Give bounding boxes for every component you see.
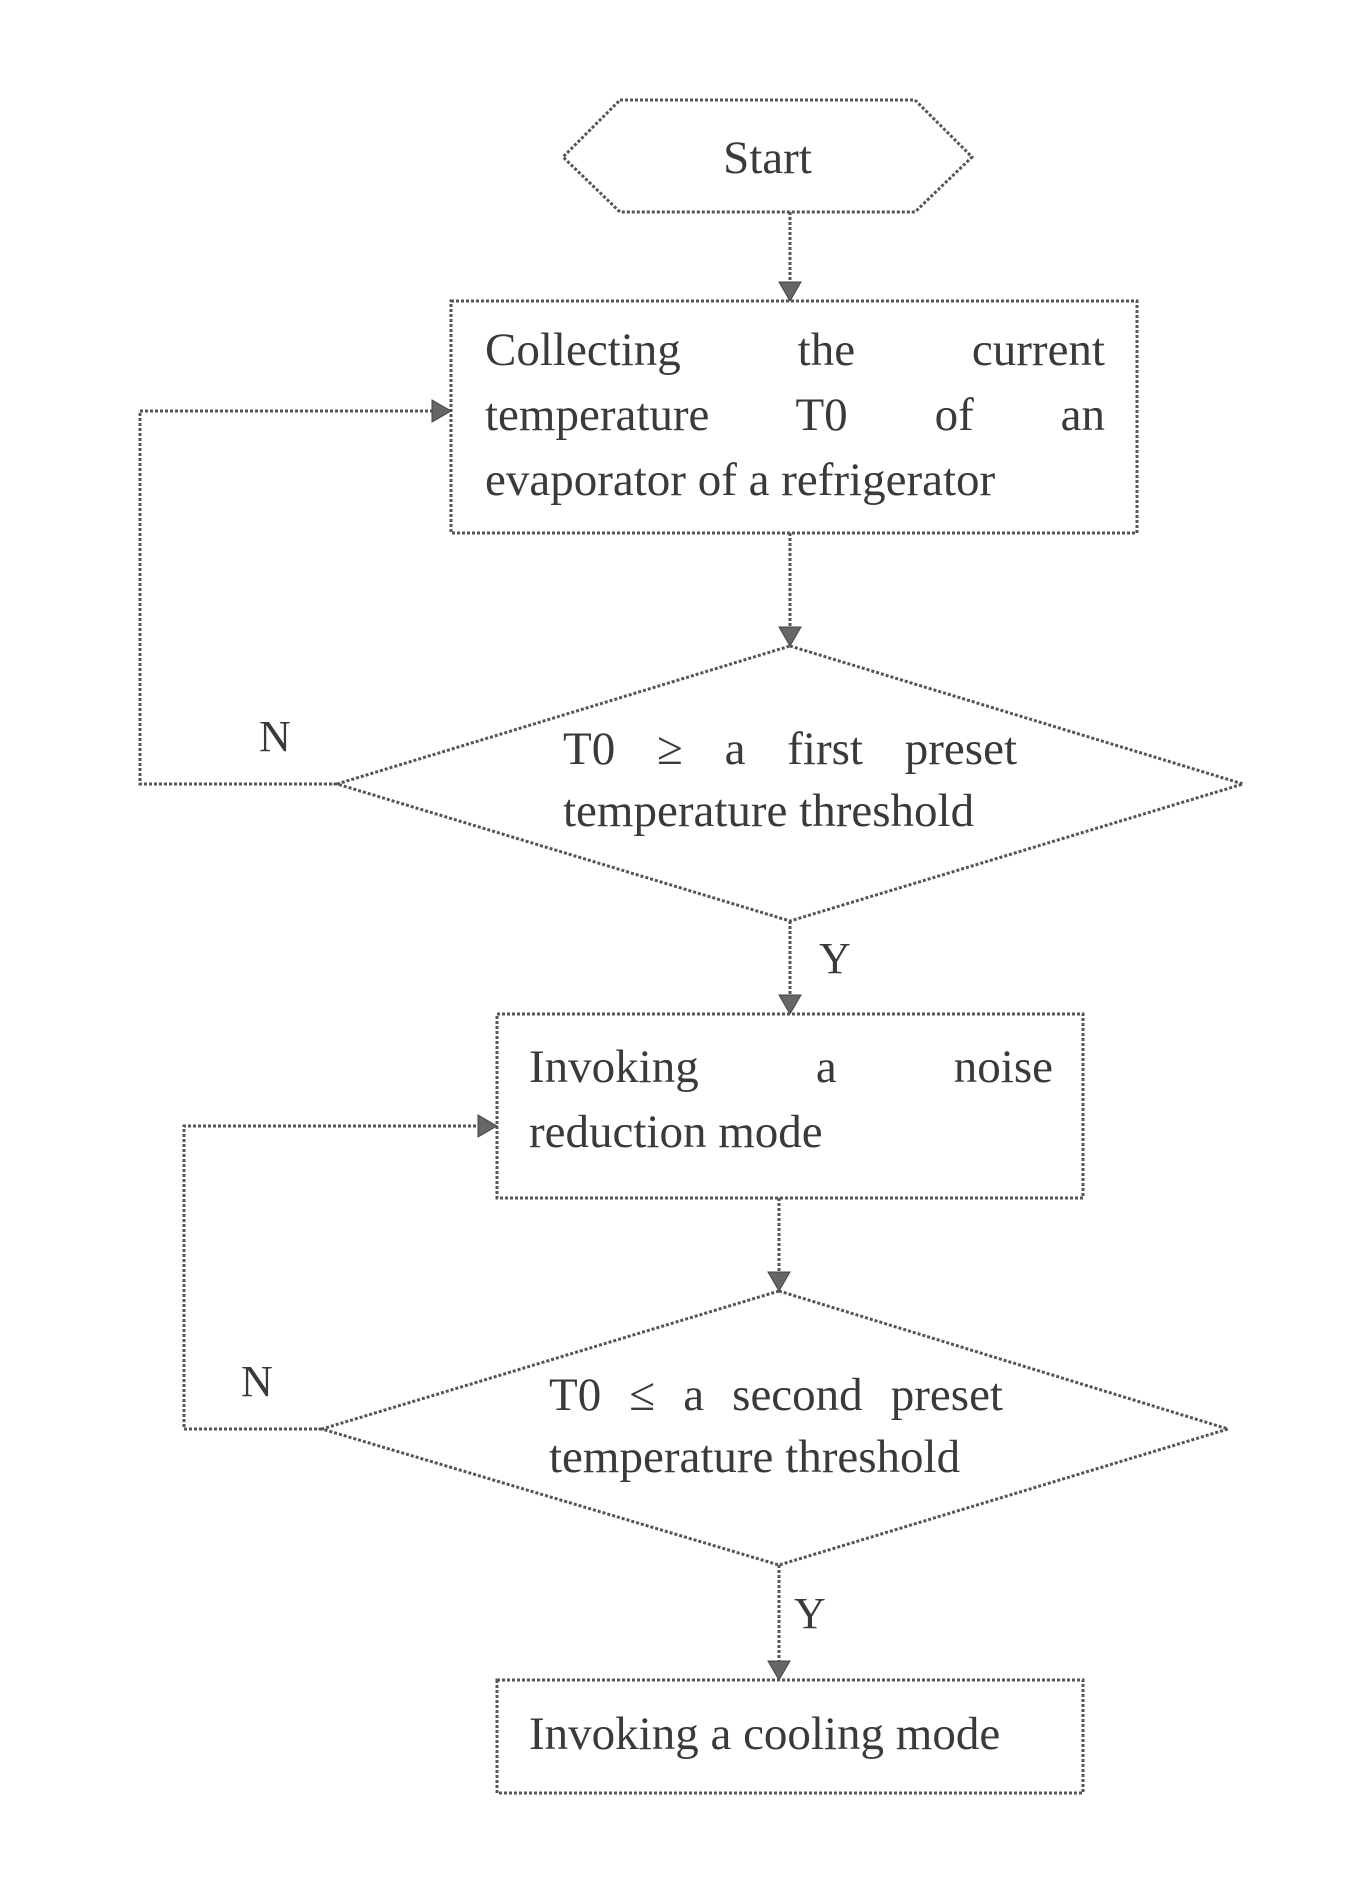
arrowhead-start-to-collect	[779, 282, 801, 301]
edge-label-decision1-no: N	[259, 712, 291, 762]
arrowhead-decision2-no-loop	[478, 1115, 497, 1137]
collect-node-line3: evaporator of a refrigerator	[485, 448, 1105, 513]
decision2-node-line1: T0 ≤ a second preset	[549, 1364, 1003, 1426]
start-node-label: Start	[563, 133, 972, 183]
arrowhead-noise-to-decision2	[768, 1272, 790, 1291]
edge-label-decision2-no: N	[241, 1357, 273, 1407]
edge-decision2-no-loop	[184, 1126, 482, 1429]
collect-node-line2: temperature T0 of an	[485, 383, 1105, 448]
decision2-node-text: T0 ≤ a second preset temperature thresho…	[549, 1364, 1003, 1488]
arrowhead-decision2-yes	[768, 1661, 790, 1680]
decision1-node-text: T0 ≥ a first preset temperature threshol…	[563, 718, 1017, 842]
cooling-node-label: Invoking a cooling mode	[529, 1703, 1069, 1765]
noise-node-line2: reduction mode	[529, 1100, 1053, 1165]
edge-label-decision1-yes: Y	[819, 934, 851, 984]
decision2-node-line2: temperature threshold	[549, 1426, 1003, 1488]
noise-node-text: Invoking a noise reduction mode	[529, 1035, 1053, 1165]
collect-node-text: Collecting the current temperature T0 of…	[485, 318, 1105, 513]
collect-node-line1: Collecting the current	[485, 318, 1105, 383]
edge-label-decision2-yes: Y	[794, 1589, 826, 1639]
arrowhead-collect-to-decision1	[779, 627, 801, 646]
decision1-node-line1: T0 ≥ a first preset	[563, 718, 1017, 780]
decision1-node-line2: temperature threshold	[563, 780, 1017, 842]
arrowhead-decision1-no-loop	[432, 400, 451, 422]
noise-node-line1: Invoking a noise	[529, 1035, 1053, 1100]
arrowhead-decision1-yes	[779, 995, 801, 1014]
